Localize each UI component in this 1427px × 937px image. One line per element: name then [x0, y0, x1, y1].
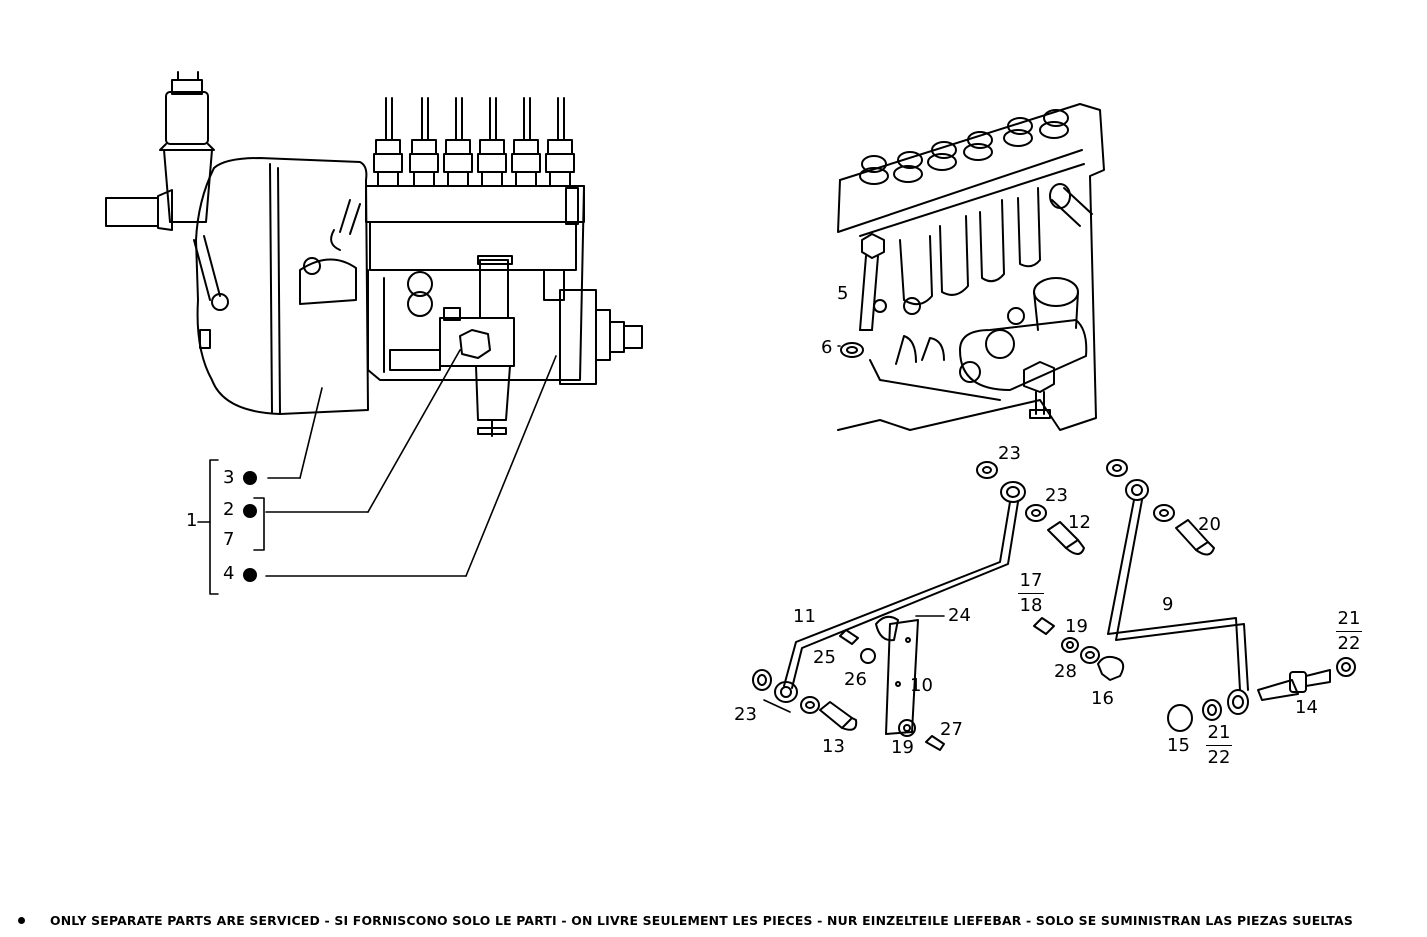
part-label-27: 27: [940, 719, 963, 740]
ref-dot-4: [243, 568, 257, 582]
part-label-23a: 23: [998, 443, 1021, 464]
governor-housing: [193, 157, 369, 415]
footer-text: ONLY SEPARATE PARTS ARE SERVICED - SI FO…: [50, 913, 1354, 928]
banjo-bolts: [819, 519, 1215, 751]
delivery-valves: [373, 97, 575, 187]
part-label-17-18: 17 18: [1016, 570, 1046, 617]
ref-number-3: 3: [223, 467, 235, 488]
ref-dot-3: [243, 471, 257, 485]
washers: [752, 459, 1356, 737]
part-label-5: 5: [837, 283, 849, 304]
part-label-11: 11: [793, 606, 816, 627]
ref-number-4: 4: [223, 563, 235, 584]
part-label-21-22-right: 21 22: [1334, 608, 1364, 655]
solenoid-unit: [105, 71, 215, 231]
frac-bar: [1336, 631, 1362, 632]
frac-bar: [1018, 593, 1044, 594]
part-label-13: 13: [822, 736, 845, 757]
part-label-12: 12: [1068, 512, 1091, 533]
engine-block: [837, 103, 1105, 431]
cap-15: [1167, 704, 1193, 732]
pipe-11: [774, 481, 1026, 703]
part-label-21-22-lower: 21 22: [1204, 722, 1234, 769]
part-label-24: 24: [948, 605, 971, 626]
fitting-14: [1257, 669, 1331, 701]
leader-lines: [197, 349, 557, 595]
part-label-6: 6: [821, 337, 833, 358]
frac-bottom: 22: [1337, 633, 1361, 654]
part-label-10: 10: [910, 675, 933, 696]
part-label-9: 9: [1162, 594, 1174, 615]
control-block: [439, 255, 515, 437]
footer-note: ONLY SEPARATE PARTS ARE SERVICED - SI FO…: [18, 913, 1418, 929]
ref-number-2: 2: [223, 499, 235, 520]
part-label-20: 20: [1198, 514, 1221, 535]
bracket-10: [875, 615, 919, 735]
ref-number-7: 7: [223, 529, 235, 550]
part-label-28: 28: [1054, 661, 1077, 682]
frac-top: 21: [1337, 608, 1361, 629]
ref-dot-2: [243, 504, 257, 518]
part-label-14: 14: [1295, 697, 1318, 718]
frac-top: 21: [1207, 722, 1231, 743]
frac-top: 17: [1019, 570, 1043, 591]
frac-bar: [1206, 745, 1232, 746]
pump-body: [365, 185, 643, 385]
part-label-19b: 19: [1065, 616, 1088, 637]
part-label-15: 15: [1167, 735, 1190, 756]
clip-16: [1097, 655, 1125, 681]
part-label-26: 26: [844, 669, 867, 690]
pipe-9: [1107, 479, 1249, 715]
part-label-23c: 23: [734, 704, 757, 725]
part-label-19a: 19: [891, 737, 914, 758]
part-label-25: 25: [813, 647, 836, 668]
bullet-icon: [18, 917, 25, 924]
frac-bottom: 22: [1207, 747, 1231, 768]
washer-6: [840, 342, 864, 358]
group-label-1: 1: [186, 510, 198, 531]
bolt-5: [859, 233, 885, 331]
part-label-16: 16: [1091, 688, 1114, 709]
part-label-23b: 23: [1045, 485, 1068, 506]
frac-bottom: 18: [1019, 595, 1043, 616]
